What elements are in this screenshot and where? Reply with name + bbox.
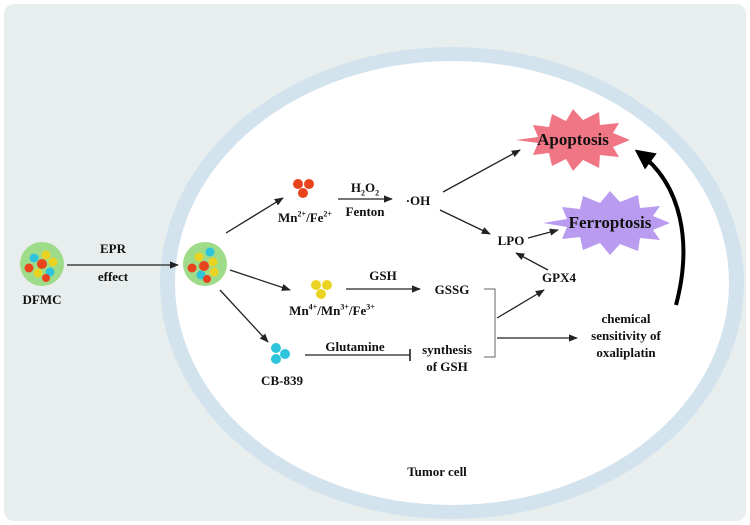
mn4-mn3-fe3-label: Mn4+/Mn3+/Fe3+ [289,302,375,318]
arrow-gpx4-lpo [515,252,549,271]
lpo-label: LPO [497,233,525,248]
gpx4-label: GPX4 [542,270,576,285]
arrow-to-mn2 [225,197,284,234]
gsh-label: GSH [369,268,397,283]
cell-interior [175,61,729,505]
epr-label-line1: EPR [100,241,126,256]
mn2-fe2-label: Mn2+/Fe2+ [278,209,332,225]
synthesis-label-line1: synthesis [422,342,472,357]
hydroxyl-radical-label: ·OH [405,193,431,208]
arrow-bracket-gpx4 [496,289,545,319]
apoptosis-label: Apoptosis [537,130,609,149]
arrow-to-cb839 [219,289,269,343]
curved-arrow-to-apoptosis [634,149,686,306]
fenton-label: Fenton [345,204,385,219]
gssg-label: GSSG [434,282,470,297]
cyan-molecule-cluster-icon [271,343,290,364]
dfmc-nanoparticle-icon [20,242,64,286]
epr-label-line2: effect [97,269,129,284]
dfmc-label: DFMC [22,292,62,307]
arrow-oh-apoptosis [442,149,521,193]
chemosensitivity-line3: oxaliplatin [596,345,656,360]
ferroptosis-burst-shape [543,191,670,255]
red-ion-cluster-icon [293,179,314,198]
tumor-cell-label: Tumor cell [407,464,467,479]
h2o2-label: H2O2 [350,180,380,198]
gsh-bracket [484,288,496,358]
ferroptosis-label: Ferroptosis [568,213,652,232]
internalized-nanoparticle-icon [183,242,227,286]
chemosensitivity-line2: sensitivity of [591,328,661,343]
chemosensitivity-line1: chemical [601,311,651,326]
arrow-oh-lpo [439,209,491,235]
cb839-label: CB-839 [261,373,303,388]
yellow-ion-cluster-icon [311,280,332,299]
arrow-lpo-ferroptosis [527,228,559,239]
glutamine-label: Glutamine [325,339,385,354]
synthesis-label-line2: of GSH [426,359,468,374]
arrow-to-mn4 [229,269,291,291]
apoptosis-burst-shape [516,109,630,171]
